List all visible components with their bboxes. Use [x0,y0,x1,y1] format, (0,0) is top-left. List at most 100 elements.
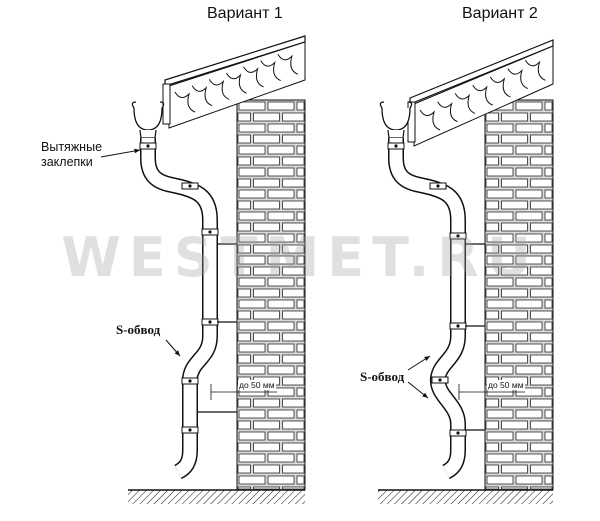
variant-1-s-bend-arrow [165,339,181,357]
brick [485,288,499,298]
variant-2-joint-4 [431,376,449,384]
brick [253,112,280,122]
brick [485,222,499,232]
brick [544,343,553,353]
brick [237,266,251,276]
brick [238,299,266,309]
brick [515,475,543,485]
brick [515,255,543,265]
brick [296,277,305,287]
brick [237,310,251,320]
brick [544,189,553,199]
brick [253,222,280,232]
brick [267,277,295,287]
brick [515,189,543,199]
brick [515,277,543,287]
brick [282,244,305,254]
brick [296,387,305,397]
brick [544,453,553,463]
brick [530,310,553,320]
brick [486,123,514,133]
gap-dimension-1: до 50 мм [238,380,276,390]
brick [237,222,251,232]
brick [501,244,528,254]
brick [485,332,499,342]
variant-2-gap-dimension-line [458,384,486,400]
brick [501,200,528,210]
rivet-dot [438,378,442,382]
arrow-shaft [100,149,141,158]
brick [267,145,295,155]
brick [253,244,280,254]
brick [238,453,266,463]
brick [237,332,251,342]
brick [486,409,514,419]
brick [485,310,499,320]
brick [253,178,280,188]
variant-1-joint-3 [201,318,219,326]
brick [485,266,499,276]
brick [253,266,280,276]
brick [238,233,266,243]
brick [544,211,553,221]
brick [238,321,266,331]
arrow-head [174,350,180,356]
roof-profile-wave [472,84,493,106]
brick [530,332,553,342]
roof-profile-wave [437,101,458,123]
brick [530,288,553,298]
variant-1-roof [162,35,306,129]
brick [282,266,305,276]
brick [501,222,528,232]
brick [253,332,280,342]
brick [282,376,305,386]
brick [501,178,528,188]
brick [282,156,305,166]
brick [237,288,251,298]
variant-1-gutter [131,101,165,139]
brick [485,398,499,408]
ground-hatch [128,490,305,504]
brick [282,222,305,232]
arrow-head [422,392,428,398]
variant-1-rivet-arrow [100,148,141,158]
gutter-bead [407,101,413,109]
brick [501,332,528,342]
gutter-bead [159,101,165,109]
brick [238,409,266,419]
brick [515,321,543,331]
brick [237,354,251,364]
gutter-outlet [387,129,405,139]
gutter-profile [379,101,411,131]
brick [267,211,295,221]
variant-2-ground [378,489,553,504]
brick [485,442,499,452]
brick [515,233,543,243]
brick [253,354,280,364]
brick [515,211,543,221]
brick [238,343,266,353]
rivet-dot [436,184,440,188]
brick [238,101,266,111]
brick [296,299,305,309]
brick [501,112,528,122]
brick [253,200,280,210]
brick [501,420,528,430]
brick [485,420,499,430]
brick [530,134,553,144]
arrow-head [424,356,430,361]
brick [267,365,295,375]
brick [282,354,305,364]
roof-profile-wave [277,54,299,75]
brick [530,464,553,474]
brick [237,442,251,452]
variant-2-joint-0 [387,142,405,150]
brick [253,420,280,430]
brick [267,101,295,111]
brick [501,134,528,144]
brick [237,200,251,210]
brick [237,156,251,166]
brick [282,464,305,474]
brick [485,200,499,210]
